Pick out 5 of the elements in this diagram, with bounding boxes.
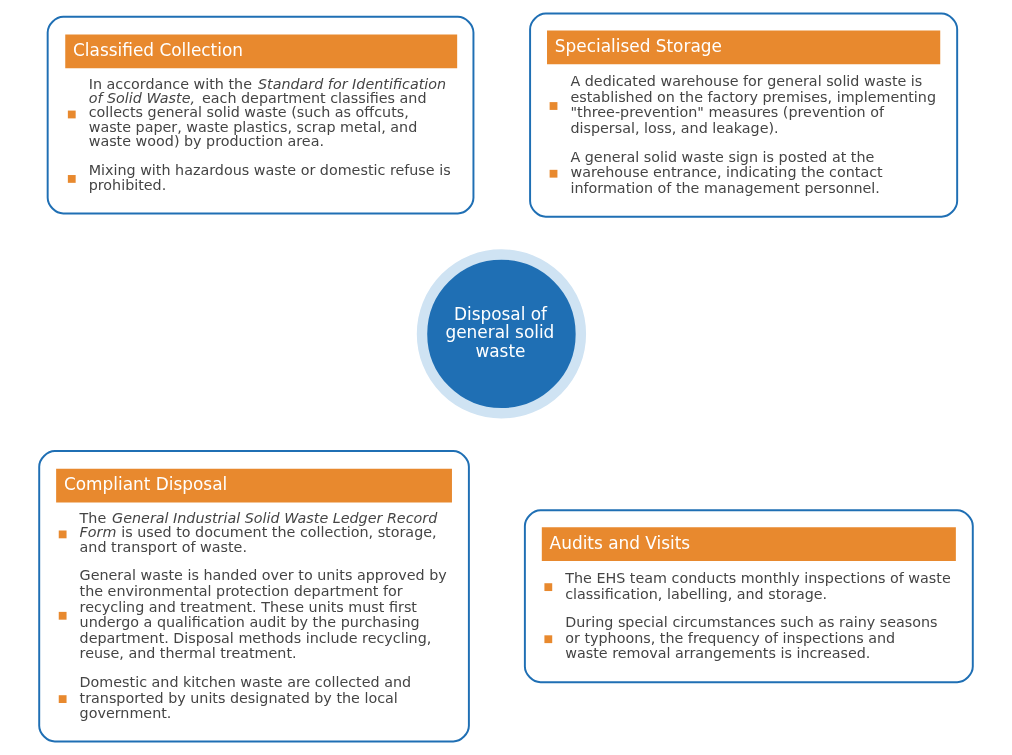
node-box: Specialised Storage A dedicated warehouse for general solid waste is established on the factory premises, implementing "three-prevention" measures (prevention of dispersal, loss, and leakage). A general solid waste sign is posted at the warehouse entrance, indicating the contact information of the management personnel.: [529, 12, 959, 218]
node-box: Compliant Disposal The General Industrial Solid Waste Ledger Record Form is used to document the collection, storage, and transport of waste. General waste is handed over to units approved by the environmental protection department for recycling and treatment. These units must first undergo a qualification audit by the purchasing department. Disposal methods include recycling, reuse, and thermal treatment. Domestic and kitchen waste are collected and transported by units designated by the local government.: [38, 450, 470, 743]
node-box: Classified Collection In accordance with the Standard for Identification of Solid Waste, each department classifies and collects general solid waste (such as offcuts, waste paper, waste plastics, scrap metal, and waste wood) by production area. Mixing with hazardous waste or domestic refuse is prohibited.: [46, 15, 475, 215]
node-box: Audits and Visits The EHS team conducts monthly inspections of waste classification, labelling, and storage. During special circumstances such as rainy seasons or typhoons, the frequency of inspections and waste removal arrangements is increased.: [523, 509, 974, 684]
node-circle: Disposal of general solid waste: [416, 249, 587, 419]
